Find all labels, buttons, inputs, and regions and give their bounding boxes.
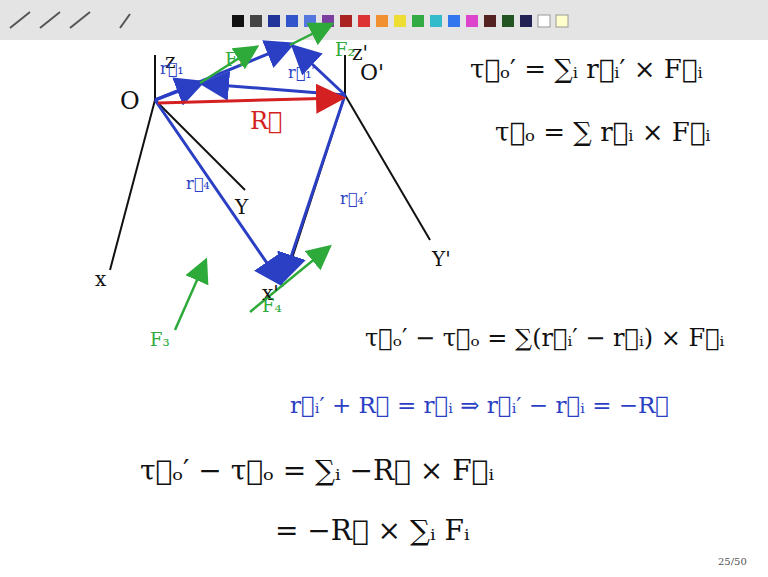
equation: τ⃗ₒ′ − τ⃗ₒ = ∑ᵢ −R⃗ × F⃗ᵢ [140,455,494,487]
vector-label: r⃗₁′ [288,64,315,82]
vector-label: r⃗₄′ [340,190,367,208]
vector-label: R⃗ [250,108,282,136]
axis-label: Y' [432,248,451,271]
force-label: F₁ [225,50,245,71]
origin-label: O [120,88,140,116]
page-number: 25/50 [718,556,747,568]
displacement-vector [158,98,340,103]
toolbar-swatches [10,12,568,28]
axes [110,55,430,280]
equation: τ⃗ₒ′ = ∑ᵢ r⃗ᵢ′ × F⃗ᵢ [470,55,703,85]
equation: τ⃗ₒ′ − τ⃗ₒ = ∑(r⃗ᵢ′ − r⃗ᵢ) × F⃗ᵢ [365,325,724,353]
force-label: F₂ [335,40,355,61]
force-label: F₄ [262,296,282,317]
force-label: F₃ [150,330,170,351]
vector-label: r⃗₁ [160,60,184,78]
axis-label: x [95,268,106,291]
force-vectors [175,25,330,330]
equation: r⃗ᵢ′ + R⃗ = r⃗ᵢ ⇒ r⃗ᵢ′ − r⃗ᵢ = −R⃗ [290,392,669,418]
equation: τ⃗ₒ = ∑ r⃗ᵢ × F⃗ᵢ [495,118,711,148]
vector-label: r⃗₄ [186,175,210,193]
position-vectors [155,45,345,282]
equation: = −R⃗ × ∑ᵢ Fᵢ [275,515,470,547]
axis-label: Y [235,196,248,219]
toolbar [0,0,768,40]
origin-label: O' [360,60,384,85]
